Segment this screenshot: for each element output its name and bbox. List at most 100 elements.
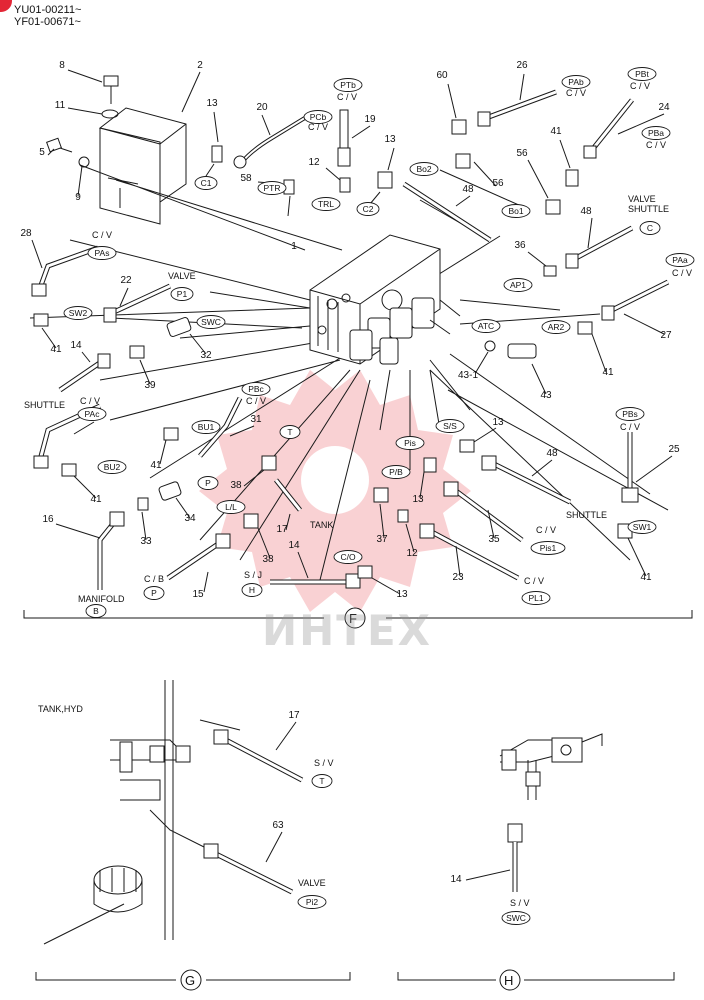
- watermark-logo: [199, 370, 471, 612]
- part-number-p17a: 17: [276, 524, 288, 535]
- oval-tag-o-pab: PAb: [561, 75, 591, 89]
- diagram-linework: [23, 69, 693, 991]
- label-l-tank-hyd: TANK,HYD: [38, 704, 83, 714]
- label-l-cv-pab: C / V: [566, 88, 586, 98]
- part-number-p38a: 38: [230, 480, 242, 491]
- oval-tag-o-pi2: Pi2: [297, 895, 327, 909]
- oval-tag-text: PAa: [672, 255, 688, 265]
- oval-tag-text: Pi2: [306, 897, 319, 907]
- part-number-p41c: 41: [602, 367, 614, 378]
- oval-tag-text: PBs: [622, 409, 638, 419]
- oval-tag-o-pbs: PBs: [615, 407, 645, 421]
- part-number-p19: 19: [364, 114, 376, 125]
- oval-tag-o-c1: C1: [194, 176, 218, 190]
- part-number-p35: 35: [488, 534, 500, 545]
- label-l-cv-pac: C / V: [80, 396, 100, 406]
- part-number-p17b: 17: [288, 710, 300, 721]
- oval-tag-o-t2: T: [311, 774, 333, 788]
- oval-tag-text: SWC: [201, 317, 221, 327]
- part-number-p5: 5: [39, 147, 45, 158]
- oval-tag-text: T: [319, 776, 324, 786]
- part-number-p43a: 43-1: [458, 370, 478, 381]
- label-l-shuttle-48: SHUTTLE: [566, 510, 607, 520]
- part-number-p32: 32: [200, 350, 212, 361]
- oval-tag-o-t1: T: [279, 425, 301, 439]
- oval-tag-text: P/B: [389, 467, 403, 477]
- part-number-p31: 31: [250, 414, 262, 425]
- oval-tag-text: PBa: [648, 128, 664, 138]
- label-l-cb: C / B: [144, 574, 164, 584]
- part-number-p13c: 13: [492, 417, 504, 428]
- oval-tag-o-bu1: BU1: [191, 420, 221, 434]
- oval-tag-o-bo2: Bo2: [409, 162, 439, 176]
- oval-tag-o-p1: P1: [170, 287, 194, 301]
- part-number-p1: 1: [291, 241, 297, 252]
- oval-tag-text: H: [249, 585, 255, 595]
- label-l-cv-pl1: C / V: [524, 576, 544, 586]
- oval-tag-text: AR2: [548, 322, 565, 332]
- label-l-cv-pbt: C / V: [630, 81, 650, 91]
- oval-tag-text: PAc: [85, 409, 101, 419]
- oval-tag-o-swc2: SWC: [501, 911, 531, 925]
- oval-tag-o-pcb: PCb: [303, 110, 333, 124]
- oval-tag-text: PAs: [95, 248, 110, 258]
- label-l-cv-pba: C / V: [646, 140, 666, 150]
- part-number-p27: 27: [660, 330, 672, 341]
- oval-tag-o-bu2: BU2: [97, 460, 127, 474]
- oval-tag-o-pac: PAc: [77, 407, 107, 421]
- oval-tag-o-ptb: PTb: [333, 78, 363, 92]
- part-number-p48c: 48: [546, 448, 558, 459]
- oval-tag-o-bo1: Bo1: [501, 204, 531, 218]
- label-l-valve-p1: VALVE: [168, 271, 196, 281]
- part-number-p22: 22: [120, 275, 132, 286]
- oval-tag-o-ptr: PTR: [257, 181, 287, 195]
- oval-tag-text: Bo1: [508, 206, 523, 216]
- part-number-p41f: 41: [640, 572, 652, 583]
- part-number-p58: 58: [240, 173, 252, 184]
- label-l-valve-shuttle-2: SHUTTLE: [628, 204, 669, 214]
- label-l-sv-t: S / V: [314, 758, 334, 768]
- oval-tag-o-ap1: AP1: [503, 278, 533, 292]
- oval-tag-text: Bo2: [416, 164, 431, 174]
- oval-tag-o-pbc: PBc: [241, 382, 271, 396]
- oval-tag-o-ll: L/L: [216, 500, 246, 514]
- oval-tag-text: C/O: [340, 552, 356, 562]
- oval-tag-text: PL1: [528, 593, 543, 603]
- oval-tag-o-pas: PAs: [87, 246, 117, 260]
- part-number-p60: 60: [436, 70, 448, 81]
- oval-tag-text: B: [93, 606, 99, 616]
- oval-tag-o-h: H: [241, 583, 263, 597]
- part-number-p41b: 41: [50, 344, 62, 355]
- oval-tag-text: C1: [201, 178, 212, 188]
- part-number-p39: 39: [144, 380, 156, 391]
- part-number-p48a: 48: [462, 184, 474, 195]
- oval-tag-o-p2: P: [143, 586, 165, 600]
- part-number-p41e: 41: [90, 494, 102, 505]
- part-number-p9: 9: [75, 192, 81, 203]
- label-l-tank: TANK: [310, 520, 333, 530]
- part-number-p12b: 12: [406, 548, 418, 559]
- oval-tag-text: C: [647, 223, 653, 233]
- label-l-valve-pi2: VALVE: [298, 878, 326, 888]
- oval-tag-o-pb: P/B: [381, 465, 411, 479]
- oval-tag-text: PBc: [248, 384, 264, 394]
- oval-tag-text: BU1: [198, 422, 215, 432]
- part-number-p12a: 12: [308, 157, 320, 168]
- oval-tag-o-pba: PBa: [641, 126, 671, 140]
- part-number-p26: 26: [516, 60, 528, 71]
- part-number-p38b: 38: [262, 554, 274, 565]
- oval-tag-text: L/L: [225, 502, 237, 512]
- part-number-p25: 25: [668, 444, 680, 455]
- part-number-p37: 37: [376, 534, 388, 545]
- oval-tag-text: SW2: [69, 308, 88, 318]
- watermark-text: ИНТЕХ: [262, 606, 433, 655]
- label-l-shuttle-pac: SHUTTLE: [24, 400, 65, 410]
- oval-tag-o-p: P: [197, 476, 219, 490]
- section-markers: F G H: [185, 611, 513, 988]
- part-number-p13d: 13: [412, 494, 424, 505]
- label-l-manifold: MANIFOLD: [78, 594, 125, 604]
- part-number-p13b: 13: [384, 134, 396, 145]
- oval-tag-o-paa: PAa: [665, 253, 695, 267]
